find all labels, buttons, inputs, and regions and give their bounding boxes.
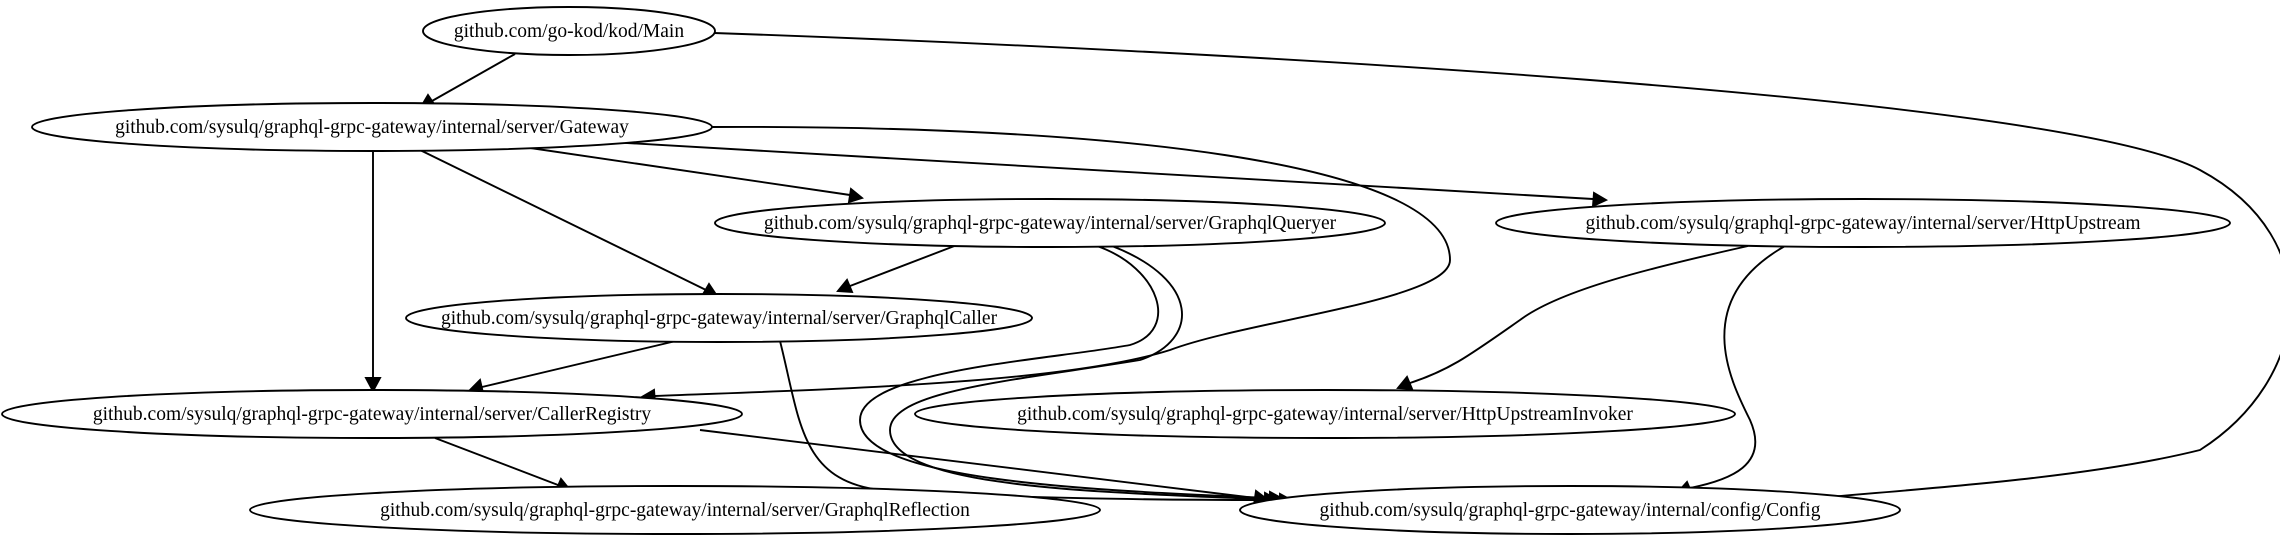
node-http-upstream[interactable]: github.com/sysulq/graphql-grpc-gateway/i… [1495,198,2231,248]
node-label: github.com/sysulq/graphql-grpc-gateway/i… [1017,404,1633,425]
node-caller-registry[interactable]: github.com/sysulq/graphql-grpc-gateway/i… [1,389,743,439]
edge-graphql-queryer-to-config-b [889,245,1296,509]
edge-graphql-caller-to-caller-registry [468,339,681,395]
node-graphql-caller[interactable]: github.com/sysulq/graphql-grpc-gateway/i… [405,293,1033,343]
edge-gateway-to-caller-registry [364,150,382,394]
edge-caller-registry-to-graphql-reflection [434,437,572,493]
node-label: github.com/sysulq/graphql-grpc-gateway/i… [380,500,970,521]
edge-gateway-to-graphql-caller [419,149,719,297]
node-label: github.com/sysulq/graphql-grpc-gateway/i… [764,213,1337,234]
node-label: github.com/sysulq/graphql-grpc-gateway/i… [93,404,652,425]
edge-graphql-queryer-to-config-a [859,245,1286,507]
node-label: github.com/sysulq/graphql-grpc-gateway/i… [115,117,629,138]
node-label: github.com/go-kod/kod/Main [454,21,684,42]
edge-http-upstream-to-http-upstream-invoker [1396,245,1749,391]
node-graphql-reflection[interactable]: github.com/sysulq/graphql-grpc-gateway/i… [249,485,1101,535]
node-label: github.com/sysulq/graphql-grpc-gateway/i… [1320,500,1821,521]
edge-graphql-queryer-to-graphql-caller [836,244,958,294]
edge-http-upstream-to-config [1676,245,1786,496]
node-config[interactable]: github.com/sysulq/graphql-grpc-gateway/i… [1239,485,1901,535]
edge-main-to-gateway [419,53,516,108]
node-graphql-queryer[interactable]: github.com/sysulq/graphql-grpc-gateway/i… [714,198,1386,248]
node-label: github.com/sysulq/graphql-grpc-gateway/i… [1585,213,2140,234]
edge-gateway-to-caller-registry-via-right [639,125,1451,405]
node-main[interactable]: github.com/go-kod/kod/Main [422,6,716,56]
node-gateway[interactable]: github.com/sysulq/graphql-grpc-gateway/i… [31,102,713,152]
edge-gateway-to-http-upstream [609,141,1609,208]
edge-gateway-to-graphql-queryer [509,144,864,204]
node-http-upstream-invoker[interactable]: github.com/sysulq/graphql-grpc-gateway/i… [914,389,1736,439]
node-label: github.com/sysulq/graphql-grpc-gateway/i… [441,308,998,329]
